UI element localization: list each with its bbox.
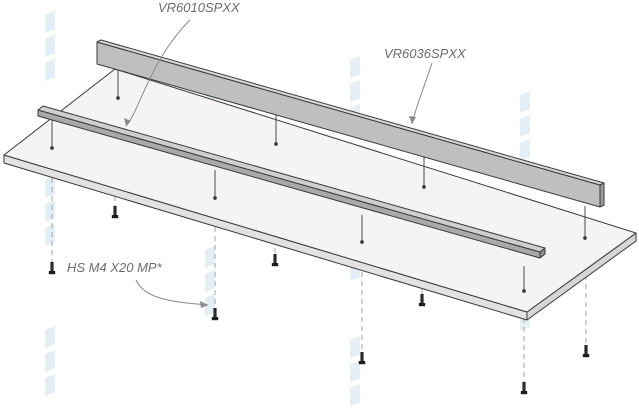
screw	[418, 294, 426, 307]
label-rail: VR6010SPXX	[158, 0, 241, 15]
screw	[582, 345, 590, 358]
screw	[520, 382, 528, 395]
screw	[271, 254, 279, 267]
screw	[111, 206, 119, 219]
label-screw: HS M4 X20 MP*	[67, 260, 163, 275]
screw	[48, 262, 56, 275]
back-panel	[96, 39, 605, 208]
rail	[37, 105, 546, 259]
leader-arrowheads	[124, 116, 416, 308]
label-back-panel: VR6036SPXX	[384, 46, 467, 61]
